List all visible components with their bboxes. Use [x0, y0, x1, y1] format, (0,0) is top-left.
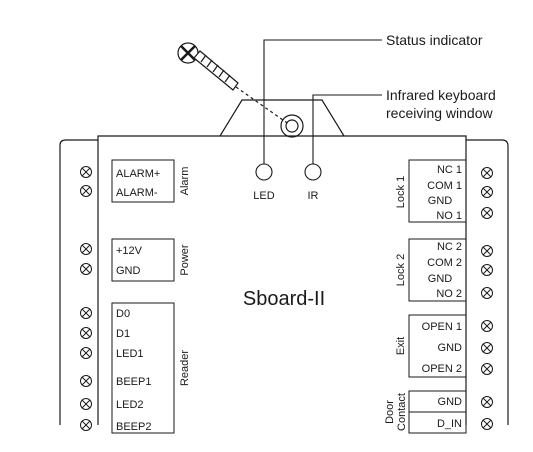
lock2-pin-label: NO 2: [436, 288, 462, 300]
terminal-screw-icon: [80, 419, 92, 431]
door-pin-label: D_IN: [437, 418, 462, 430]
terminal-screw-icon: [481, 287, 493, 299]
lock1-pin-label: COM 1: [427, 180, 462, 192]
terminal-screw-icon: [80, 398, 92, 410]
door-contact-block: GND D_IN Door Contact: [384, 390, 467, 434]
ir-label: IR: [308, 190, 319, 202]
terminal-screw-icon: [481, 363, 493, 375]
power-group-title: Power: [179, 244, 191, 276]
door-group-title: Door: [384, 400, 396, 424]
reader-pin-label: LED2: [116, 399, 144, 411]
reader-group-title: Reader: [179, 350, 191, 386]
exit-block: OPEN 1 GND OPEN 2 Exit: [395, 314, 467, 378]
terminal-screw-icon: [481, 207, 493, 219]
lock2-pin-label: NC 2: [437, 241, 462, 253]
lock1-group-title: Lock 1: [395, 176, 407, 208]
lock2-block: NC 2 COM 2 GND NO 2 Lock 2: [395, 238, 467, 302]
reader-pin-label: BEEP2: [116, 421, 151, 433]
terminal-screw-icon: [80, 327, 92, 339]
door-group-title-2: Contact: [396, 393, 408, 431]
reader-pin-label: LED1: [116, 348, 144, 360]
terminal-screw-icon: [481, 186, 493, 198]
status-indicator-label: Status indicator: [386, 32, 483, 48]
alarm-pin-label: ALARM-: [116, 187, 158, 199]
exit-group-title: Exit: [395, 337, 407, 355]
left-terminals: [80, 166, 92, 431]
terminal-screw-icon: [481, 320, 493, 332]
exit-pin-label: OPEN 2: [422, 363, 462, 375]
reader-pin-label: D0: [116, 308, 130, 320]
terminal-screw-icon: [481, 264, 493, 276]
infrared-window-label: Infrared keyboard: [386, 87, 496, 103]
terminal-screw-icon: [481, 418, 493, 430]
terminal-screw-icon: [80, 307, 92, 319]
terminal-screw-icon: [80, 243, 92, 255]
led-label: LED: [253, 190, 274, 202]
lock1-pin-label: NO 1: [436, 210, 462, 222]
terminal-screw-icon: [80, 166, 92, 178]
infrared-callout-leader: [304, 94, 382, 181]
terminal-screw-icon: [80, 185, 92, 197]
exit-pin-label: OPEN 1: [422, 321, 462, 333]
board-name: Sboard-II: [243, 288, 325, 310]
status-callout-leader: [255, 39, 382, 181]
alarm-block: ALARM+ ALARM- Alarm: [111, 159, 191, 203]
reader-block: D0 D1 LED1 BEEP1 LED2 BEEP2 Reader: [111, 302, 191, 434]
lock2-group-title: Lock 2: [395, 254, 407, 286]
power-block: +12V GND Power: [111, 238, 191, 282]
terminal-screw-icon: [80, 263, 92, 275]
terminal-screw-icon: [80, 347, 92, 359]
infrared-window-label-2: receiving window: [386, 105, 493, 121]
mounting-hole: [280, 114, 304, 138]
lock1-pin-label: GND: [428, 195, 453, 207]
terminal-screw-icon: [80, 375, 92, 387]
lock1-pin-label: NC 1: [437, 164, 462, 176]
alarm-group-title: Alarm: [179, 167, 191, 196]
lock1-block: NC 1 COM 1 GND NO 1 Lock 1: [395, 159, 467, 223]
terminal-screw-icon: [481, 396, 493, 408]
lock2-pin-label: GND: [428, 273, 453, 285]
exit-pin-label: GND: [438, 342, 463, 354]
reader-pin-label: D1: [116, 328, 130, 340]
alarm-pin-label: ALARM+: [116, 168, 160, 180]
terminal-screw-icon: [481, 245, 493, 257]
door-pin-label: GND: [438, 396, 463, 408]
lock2-pin-label: COM 2: [427, 257, 462, 269]
right-terminals: [481, 167, 493, 430]
power-pin-label: +12V: [116, 245, 143, 257]
reader-pin-label: BEEP1: [116, 376, 151, 388]
terminal-screw-icon: [481, 167, 493, 179]
power-pin-label: GND: [116, 265, 141, 277]
terminal-screw-icon: [481, 342, 493, 354]
screw-icon: [177, 42, 291, 126]
